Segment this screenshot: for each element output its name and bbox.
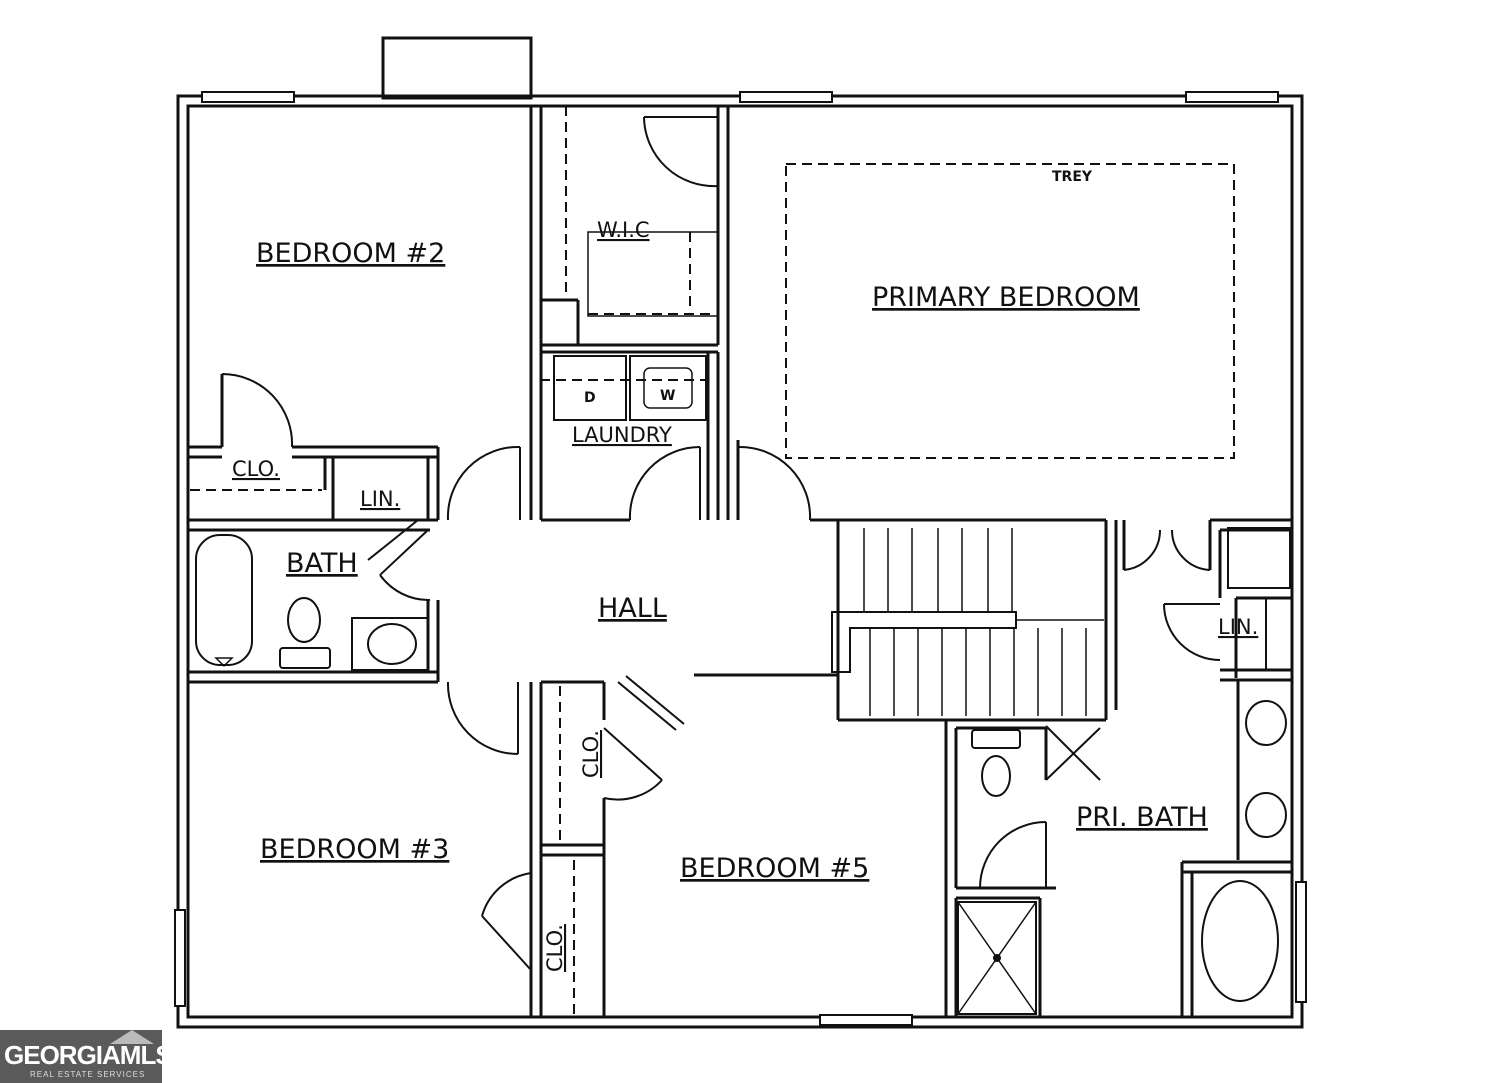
label-linen-primary: LIN.: [1218, 615, 1258, 639]
trey-ceiling: [785, 163, 1235, 459]
label-closet-a: CLO.: [579, 730, 603, 778]
label-washer: W: [660, 388, 675, 404]
label-dryer: D: [584, 390, 596, 406]
door-swings: [221, 116, 1221, 971]
label-bedroom-2: BEDROOM #2: [256, 238, 445, 269]
label-wic: W.I.C: [597, 218, 650, 242]
label-linen-hall: LIN.: [360, 487, 400, 511]
exterior-walls: [176, 94, 1304, 1029]
label-primary-bath: PRI. BATH: [1076, 802, 1208, 833]
roof-icon: [110, 1030, 154, 1044]
staircase: [831, 528, 1104, 716]
logo-brand: GEORGIAMLS: [4, 1040, 173, 1070]
primary-bath-cabinets: [1227, 527, 1293, 671]
label-trey: TREY: [1052, 169, 1093, 185]
georgiamls-logo: GEORGIAMLS REAL ESTATE SERVICES: [0, 1030, 173, 1083]
laundry-appliances: [553, 355, 707, 421]
label-primary-bedroom: PRIMARY BEDROOM: [872, 282, 1140, 313]
wic-shelf: [587, 231, 719, 317]
label-bedroom-3: BEDROOM #3: [260, 834, 449, 865]
windows: [174, 91, 1307, 1026]
label-closet-b: CLO.: [543, 924, 567, 972]
label-laundry: LAUNDRY: [572, 423, 672, 447]
label-closet-bedroom-2: CLO.: [232, 457, 280, 481]
logo-tagline: REAL ESTATE SERVICES: [30, 1070, 146, 1079]
label-bath: BATH: [286, 548, 358, 579]
label-bedroom-5: BEDROOM #5: [680, 853, 869, 884]
label-hall: HALL: [598, 593, 667, 624]
closet-shelves: [190, 106, 716, 1014]
chimney-bump: [381, 36, 533, 100]
bath-fixtures: [195, 534, 1287, 1015]
